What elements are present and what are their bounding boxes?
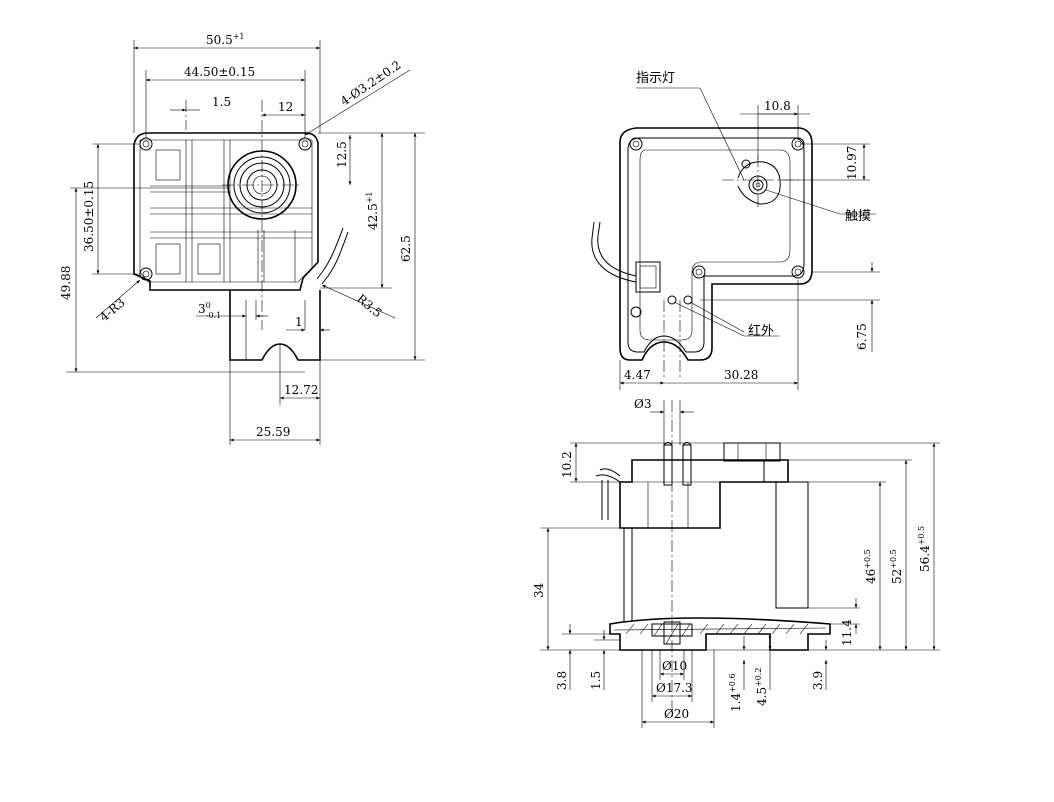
- dim-1-5: 1.5: [589, 671, 603, 690]
- front-view: [66, 40, 425, 445]
- dim-10-2: 10.2: [560, 451, 574, 478]
- dim-hole-pitch-width: 44.50±0.15: [184, 65, 255, 79]
- side-base: [609, 617, 831, 651]
- dim-34: 34: [532, 582, 546, 598]
- dim-tab-half: 12.72: [284, 383, 318, 397]
- dim-pin-dia: Ø3: [634, 397, 651, 411]
- dim-6-75: 6.75: [855, 323, 869, 350]
- dim-hole-pitch-height: 36.50±0.15: [82, 181, 96, 252]
- dim-1-4: 1.4+0.6: [728, 673, 743, 712]
- indicator-label: 指示灯: [636, 71, 675, 86]
- dim-52: 52+0.5: [889, 549, 904, 584]
- front-body-outline: [133, 132, 319, 291]
- dim-corner-radius: 4-R3: [97, 295, 128, 324]
- dim-height-42-5: 42.5+1: [365, 191, 380, 230]
- dim-height-49-88: 49.88: [59, 266, 73, 300]
- dim-4-5: 4.5+0.2: [754, 667, 769, 706]
- dim-4-47: 4.47: [624, 368, 651, 382]
- rear-body-outline: [619, 127, 813, 361]
- side-view: [540, 400, 940, 728]
- dim-30-28: 30.28: [724, 368, 758, 382]
- dim-12-5: 12.5: [335, 141, 349, 168]
- ir-label: 红外: [748, 323, 774, 339]
- dia-10: Ø10: [662, 659, 687, 673]
- dim-slot: 30-0.1: [198, 301, 221, 320]
- dim-10-8: 10.8: [764, 99, 791, 113]
- dim-56-4: 56.4+0.5: [917, 526, 932, 572]
- dim-11-4: 11.4: [840, 619, 854, 646]
- dim-width-overall: 50.5+1: [206, 32, 245, 47]
- dim-holes: 4-Ø3.2±0.2: [338, 58, 404, 109]
- dim-height-overall: 62.5: [399, 235, 413, 262]
- rear-view: [591, 87, 880, 390]
- dim-fillet: R3.5: [354, 292, 385, 321]
- touch-label: 触摸: [845, 209, 871, 224]
- dia-20: Ø20: [664, 707, 689, 721]
- front-tab: [229, 290, 321, 361]
- dim-3-8: 3.8: [555, 671, 569, 690]
- dim-offset-small: 1.5: [212, 95, 231, 109]
- dia-17-3: Ø17.3: [656, 681, 693, 695]
- dim-gap-1: 1: [295, 315, 303, 329]
- dim-46: 46+0.5: [863, 549, 878, 584]
- side-housing: [619, 459, 789, 529]
- dim-10-97: 10.97: [845, 146, 859, 180]
- dim-tab-width: 25.59: [256, 425, 290, 439]
- dim-offset-12: 12: [278, 100, 293, 114]
- dim-3-9: 3.9: [811, 671, 825, 690]
